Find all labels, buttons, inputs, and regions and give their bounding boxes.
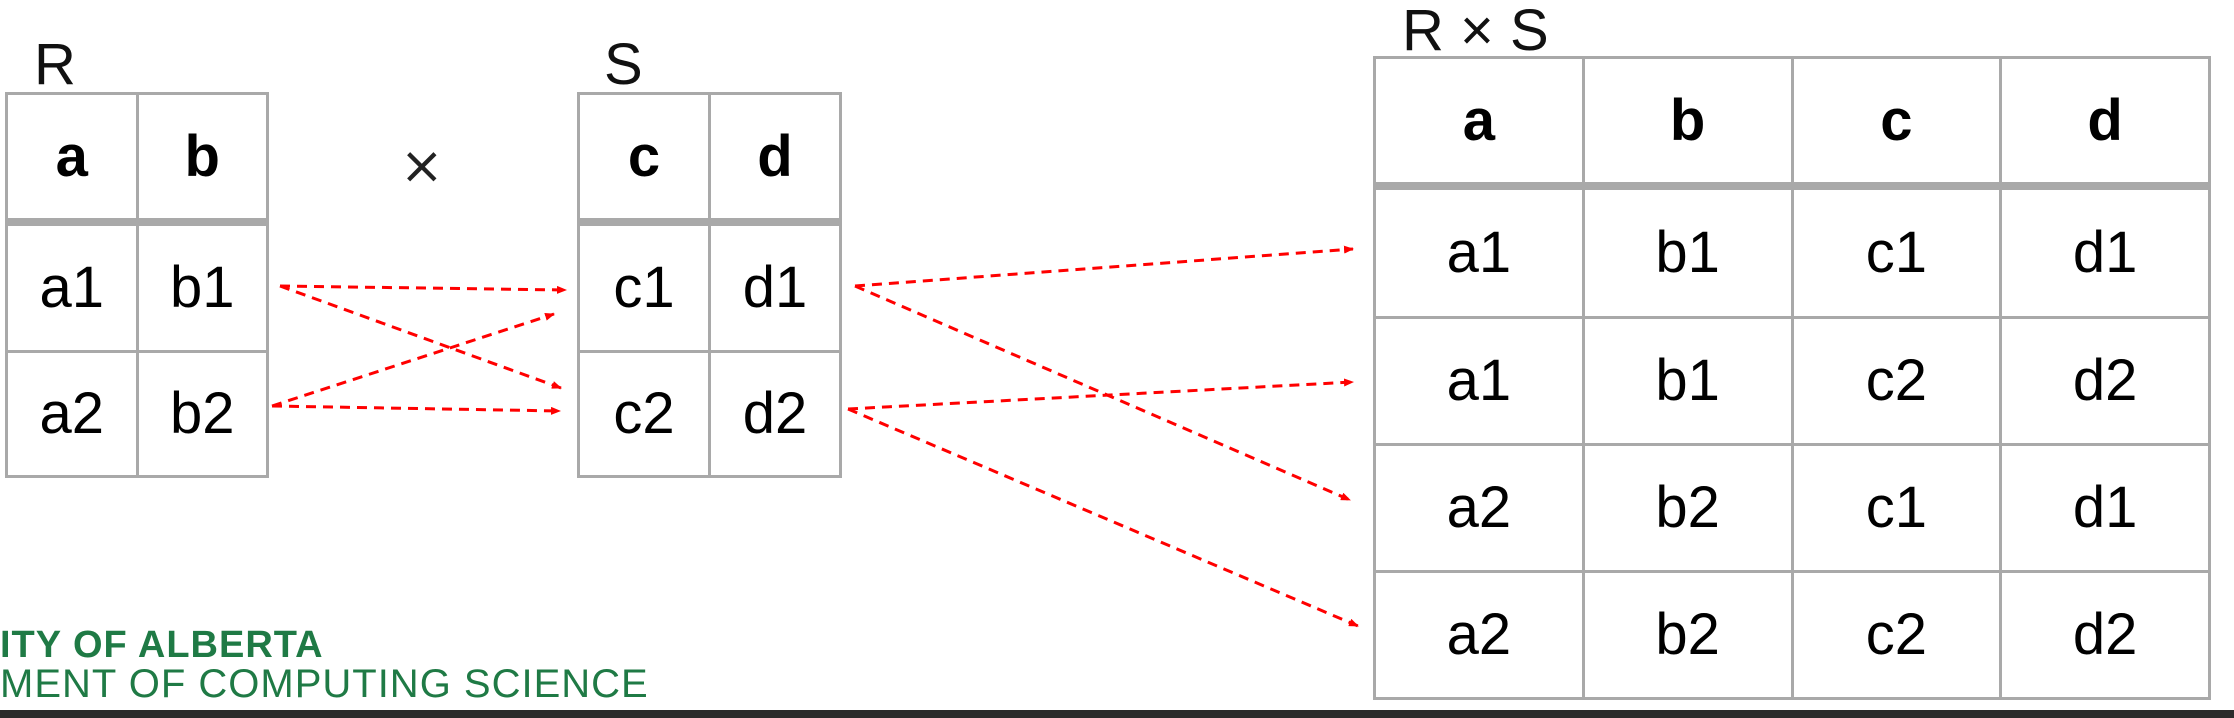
relation-s-table: c d c1 d1 c2 d2 <box>577 92 842 479</box>
r-cell: a1 <box>5 220 139 353</box>
s-cell: c1 <box>577 220 711 353</box>
arrow-s2-result4 <box>847 407 1359 628</box>
university-footer-line2: MENT OF COMPUTING SCIENCE <box>0 662 649 706</box>
relation-r-table: a b a1 b1 a2 b2 <box>5 92 269 479</box>
result-cell: d2 <box>1999 315 2211 446</box>
r-cell: a2 <box>5 349 139 479</box>
table-row: a1 b1 c2 d2 <box>1373 315 2211 446</box>
result-header-a: a <box>1373 56 1585 190</box>
s-cell: c2 <box>577 349 711 479</box>
s-cell: d2 <box>708 349 842 479</box>
arrow-s1-result3 <box>854 284 1351 502</box>
result-cell: a2 <box>1373 442 1585 573</box>
result-header-b: b <box>1581 56 1794 190</box>
result-cell: b1 <box>1581 184 1794 319</box>
r-header-a: a <box>5 92 139 226</box>
cross-product-operator: × <box>400 136 444 196</box>
relation-s-label: S <box>604 32 643 97</box>
result-header-d: d <box>1999 56 2211 190</box>
arrow-r1-s2 <box>279 284 562 390</box>
s-header-c: c <box>577 92 711 226</box>
table-row: a2 b2 c2 d2 <box>1373 569 2211 701</box>
table-row: a1 b1 <box>5 220 269 353</box>
result-table: a b c d a1 b1 c1 d1 a1 b1 c2 d2 a2 b2 c1… <box>1373 56 2211 701</box>
result-cell: a1 <box>1373 184 1585 319</box>
arrow-r1-s1 <box>279 284 567 294</box>
r-cell: b2 <box>135 349 269 479</box>
relation-r-label: R <box>34 32 76 97</box>
bottom-bar <box>0 710 2234 718</box>
arrow-s1-result1 <box>854 245 1354 288</box>
table-row: c1 d1 <box>577 220 842 353</box>
arrow-r2-s1 <box>271 312 555 408</box>
result-cell: c1 <box>1790 442 2003 573</box>
result-cell: d1 <box>1999 184 2211 319</box>
result-cell: a2 <box>1373 569 1585 701</box>
result-cell: b2 <box>1581 569 1794 701</box>
result-cell: d2 <box>1999 569 2211 701</box>
result-cell: c1 <box>1790 184 2003 319</box>
result-cell: b2 <box>1581 442 1794 573</box>
result-cell: a1 <box>1373 315 1585 446</box>
r-cell: b1 <box>135 220 269 353</box>
s-cell: d1 <box>708 220 842 353</box>
result-header-c: c <box>1790 56 2003 190</box>
arrow-s2-result2 <box>847 378 1354 411</box>
result-cell: d1 <box>1999 442 2211 573</box>
r-header-b: b <box>135 92 269 226</box>
table-row: a2 b2 c1 d1 <box>1373 442 2211 573</box>
table-row: a2 b2 <box>5 349 269 479</box>
result-cell: c2 <box>1790 315 2003 446</box>
arrow-r2-s2 <box>271 404 561 415</box>
s-header-d: d <box>708 92 842 226</box>
table-row: c2 d2 <box>577 349 842 479</box>
table-row: a1 b1 c1 d1 <box>1373 184 2211 319</box>
university-footer-line1: ITY OF ALBERTA <box>0 624 324 666</box>
result-cell: c2 <box>1790 569 2003 701</box>
result-label: R × S <box>1402 0 1549 63</box>
result-cell: b1 <box>1581 315 1794 446</box>
